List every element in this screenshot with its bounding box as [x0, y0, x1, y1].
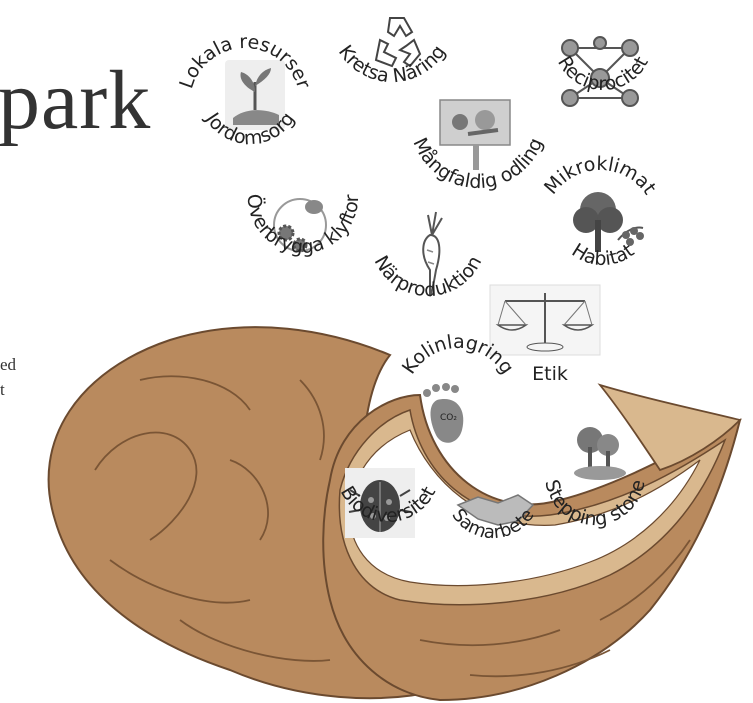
label-reciprocitet: Reciprocitet — [553, 52, 653, 95]
label-etik: Etik — [532, 363, 568, 385]
recycle-icon — [376, 18, 420, 66]
vegetable-sign-icon — [440, 100, 510, 170]
scales-icon — [490, 285, 600, 355]
label-overbrygga-klyftor: Överbrygga klyftor — [243, 193, 363, 258]
trees-on-stone-icon — [574, 427, 626, 480]
svg-text:CO₂: CO₂ — [440, 413, 457, 423]
label-habitat: Habitat — [568, 239, 638, 270]
label-mikroklimat: Mikroklimat — [540, 153, 660, 199]
